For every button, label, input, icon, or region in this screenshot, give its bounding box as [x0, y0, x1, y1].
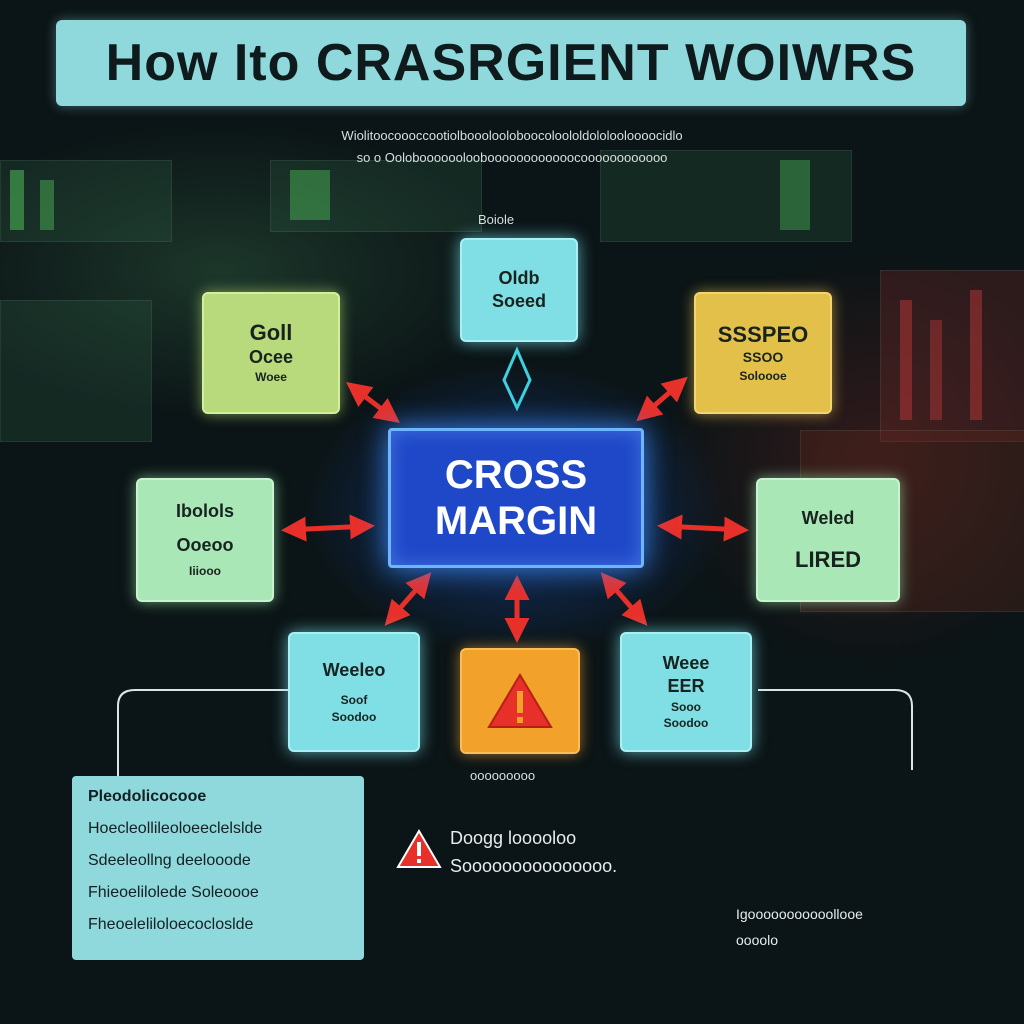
node-top-right: SSSPEO SSOO Soloooe	[694, 292, 832, 414]
info-box-header: Pleodolicocooe	[88, 788, 207, 805]
node-bottom-right-line-2: EER	[667, 676, 705, 697]
background-bar	[930, 320, 942, 420]
center-node-line-1: CROSS	[444, 453, 588, 497]
info-box-row: Sdeeleollng deelooode	[88, 852, 251, 869]
arrow-top-right	[636, 376, 688, 422]
node-mid-right-line-1: Weled	[801, 508, 855, 529]
arrow-mid-left	[281, 514, 375, 542]
arrow-mid-right	[657, 514, 749, 542]
footer-text-line-1: Igooooooooooollooe	[736, 906, 863, 922]
node-bottom-center	[460, 648, 580, 754]
node-bottom-left: Weeleo Soof Soodoo	[288, 632, 420, 752]
center-node-cross-margin: CROSS MARGIN	[388, 428, 644, 568]
warning-text-line-1: Doogg looooloo	[450, 828, 577, 848]
arrow-bottom-left	[384, 572, 432, 626]
node-top-left-line-3: Woee	[255, 370, 287, 385]
info-box-row: Hoecleollileoloeeclelslde	[88, 820, 263, 837]
node-top-left-line-1: Goll	[249, 319, 293, 345]
node-top-left: Goll Ocee Woee	[202, 292, 340, 414]
node-bottom-right-line-1: Weee	[662, 652, 710, 673]
arrow-top-left	[346, 381, 400, 424]
node-bottom-left-line-1: Weeleo	[322, 659, 386, 680]
background-bar	[970, 290, 982, 420]
node-mid-left-line-1: Ibolols	[176, 501, 234, 522]
node-top-right-line-3: Soloooe	[739, 368, 787, 383]
subtitle-line-1: Wiolitoocoooccootiolbooolooloboocoloolol…	[341, 128, 683, 143]
info-box-row: Fheoeleliloloecocloslde	[88, 916, 254, 933]
node-bottom-right: Weee EER Sooo Soodoo	[620, 632, 752, 752]
background-bar	[40, 180, 54, 230]
info-box-row: Fhieoelilolede Soleoooe	[88, 884, 259, 901]
node-mid-left: Ibolols Ooeoo Iiiooo	[136, 478, 274, 602]
center-node-line-2: MARGIN	[434, 499, 598, 543]
node-bottom-right-line-4: Soodoo	[663, 716, 709, 731]
node-mid-left-line-2: Ooeoo	[176, 534, 234, 555]
node-top: Oldb Soeed	[460, 238, 578, 342]
node-mid-left-line-3: Iiiooo	[189, 563, 221, 578]
node-bottom-left-line-3: Soodoo	[331, 709, 377, 724]
node-mid-right: Weled LIRED	[756, 478, 900, 602]
background-monitor	[880, 270, 1024, 442]
warning-icon	[487, 673, 553, 728]
connector-line-left	[117, 689, 288, 790]
footer-text-line-2: oooolo	[736, 932, 779, 948]
node-top-left-line-2: Ocee	[248, 347, 294, 368]
node-mid-right-line-2: LIRED	[795, 546, 861, 572]
node-top-right-line-2: SSOO	[742, 349, 784, 365]
connector-line-right	[758, 689, 913, 770]
background-monitor	[600, 150, 852, 242]
warning-icon	[396, 829, 442, 868]
background-bar	[780, 160, 810, 230]
node-bottom-left-line-2: Soof	[340, 692, 368, 707]
arrow-bottom-right	[600, 572, 648, 626]
page-title: How Ito CRASRGIENT WOIWRS	[105, 34, 917, 92]
double-arrow-top	[502, 346, 532, 412]
background-monitor	[0, 160, 172, 242]
bottom-node-caption: ooooooooo	[470, 768, 536, 783]
node-top-right-line-1: SSSPEO	[717, 321, 809, 347]
background-bar	[900, 300, 912, 420]
top-node-caption: Boiole	[478, 212, 515, 227]
node-top-line-1: Oldb	[498, 267, 540, 288]
background-monitor	[270, 160, 482, 232]
background-monitor	[0, 300, 152, 442]
background-bar	[290, 170, 330, 220]
background-bar	[10, 170, 24, 230]
subtitle-line-2: so o Ooloboooooolooboooooooooooocooooooo…	[356, 150, 668, 165]
node-top-line-2: Soeed	[491, 291, 547, 311]
node-bottom-right-line-3: Sooo	[671, 699, 701, 714]
title-banner: How Ito CRASRGIENT WOIWRS	[56, 20, 966, 106]
info-box: Pleodolicocooe Hoecleollileoloeeclelslde…	[72, 776, 364, 960]
warning-text-line-2: Sooooooooooooooo.	[450, 856, 618, 876]
